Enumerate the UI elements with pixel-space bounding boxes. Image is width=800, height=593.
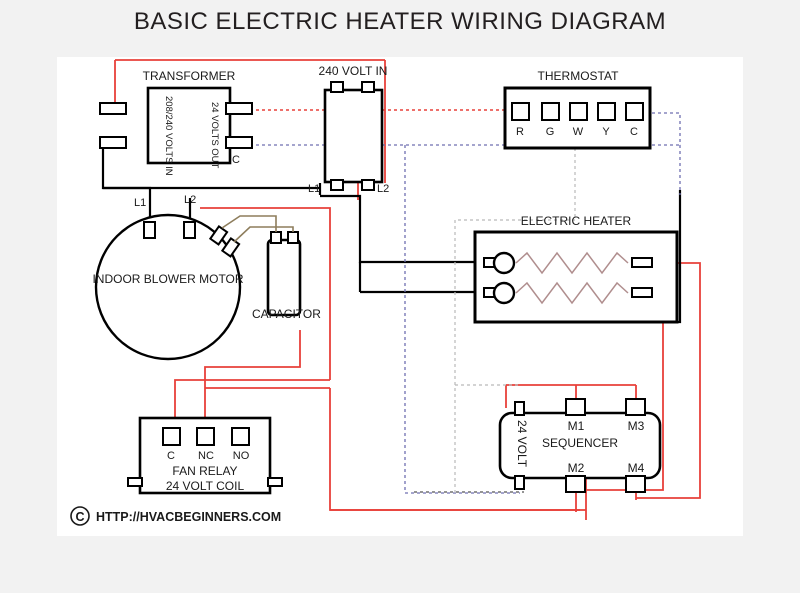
thermostat-terminal-g-label: G xyxy=(546,126,555,138)
blower-terminal-l2[interactable] xyxy=(183,221,196,239)
sequencer-coil-label: 24 VOLT xyxy=(515,420,529,468)
capacitor-terminal-1[interactable] xyxy=(270,231,282,244)
sequencer-m2-label: M2 xyxy=(568,461,585,475)
electric-heater-label: ELECTRIC HEATER xyxy=(521,214,632,228)
footer-url: HTTP://HVACBEGINNERS.COM xyxy=(96,510,281,524)
thermostat-terminal-w-label: W xyxy=(573,126,584,138)
sequencer-terminal-m3[interactable] xyxy=(625,398,646,416)
thermostat-terminal-c[interactable] xyxy=(625,102,644,121)
blower-l2-label: L2 xyxy=(184,194,196,206)
transformer-secondary-terminal-1[interactable] xyxy=(225,102,253,115)
transformer-secondary-label: 24 VOLTS OUT xyxy=(209,102,220,169)
heater-limit-switch-1[interactable] xyxy=(492,251,516,275)
copyright-symbol: C xyxy=(75,510,84,524)
blower-motor-label: INDOOR BLOWER MOTOR xyxy=(92,272,243,286)
heater-limit-switch-2[interactable] xyxy=(492,281,516,305)
fan-relay-mount-left xyxy=(127,477,143,487)
page-title: BASIC ELECTRIC HEATER WIRING DIAGRAM xyxy=(133,8,667,35)
red-power-wiring xyxy=(114,59,701,520)
sequencer[interactable]: SEQUENCER 24 VOLT M1 M3 M2 M4 xyxy=(498,398,662,493)
fan-relay-terminal-no[interactable] xyxy=(231,427,250,446)
thermostat-terminal-y-label: Y xyxy=(602,126,610,138)
indoor-blower-motor[interactable]: INDOOR BLOWER MOTOR L1 L2 xyxy=(92,194,244,361)
transformer-common-label: C xyxy=(232,154,240,166)
transformer-label: TRANSFORMER xyxy=(143,69,236,83)
fan-relay-mount-right xyxy=(267,477,283,487)
blower-l1-label: L1 xyxy=(134,197,146,209)
electric-heater[interactable]: ELECTRIC HEATER xyxy=(473,214,679,324)
capacitor-terminal-2[interactable] xyxy=(287,231,299,244)
copyright-icon xyxy=(70,506,90,526)
fan-relay-label-2: 24 VOLT COIL xyxy=(166,479,245,493)
fan-relay-nc-label: NC xyxy=(198,450,214,462)
transformer-secondary-terminal-c[interactable] xyxy=(225,136,253,149)
thermostat[interactable]: THERMOSTAT R G W Y C xyxy=(503,69,652,150)
fan-relay-label-1: FAN RELAY xyxy=(172,464,237,478)
thermostat-terminal-y[interactable] xyxy=(597,102,616,121)
fan-relay-c-label: C xyxy=(167,450,175,462)
heater-element-terminal-1[interactable] xyxy=(631,257,653,268)
transformer-primary-terminal-2[interactable] xyxy=(99,136,127,149)
fan-relay-no-label: NO xyxy=(233,450,250,462)
disconnect-l2-label: L2 xyxy=(377,183,389,195)
sequencer-m3-label: M3 xyxy=(628,419,645,433)
disconnect-terminal-l2[interactable] xyxy=(361,179,375,191)
capacitor[interactable]: CAPACITOR xyxy=(221,215,321,321)
thermostat-terminal-g[interactable] xyxy=(541,102,560,121)
thermostat-terminal-r-label: R xyxy=(516,126,524,138)
thermostat-terminal-c-label: C xyxy=(630,126,638,138)
thermostat-terminal-r[interactable] xyxy=(511,102,530,121)
fan-relay-terminal-nc[interactable] xyxy=(196,427,215,446)
transformer-primary-terminal-1[interactable] xyxy=(99,102,127,115)
disconnect-top-terminal-2[interactable] xyxy=(361,81,375,93)
thermostat-terminal-w[interactable] xyxy=(569,102,588,121)
sequencer-coil-terminal-bottom[interactable] xyxy=(514,475,525,490)
sequencer-m1-label: M1 xyxy=(568,419,585,433)
disconnect-240v[interactable]: 240 VOLT IN L1 L2 xyxy=(308,64,389,195)
heater-element-terminal-2[interactable] xyxy=(631,287,653,298)
thermostat-label: THERMOSTAT xyxy=(538,69,620,83)
fan-relay[interactable]: C NC NO FAN RELAY 24 VOLT COIL xyxy=(127,416,283,495)
blower-terminal-l1[interactable] xyxy=(143,221,156,239)
disconnect-label: 240 VOLT IN xyxy=(319,64,388,78)
line-voltage-wiring xyxy=(101,142,682,324)
footer-copyright: C HTTP://HVACBEGINNERS.COM xyxy=(70,506,281,526)
capacitor-label: CAPACITOR xyxy=(252,307,321,321)
sequencer-terminal-m1[interactable] xyxy=(565,398,586,416)
disconnect-l1-label: L1 xyxy=(308,183,320,195)
sequencer-m4-label: M4 xyxy=(628,461,645,475)
disconnect-top-terminal-1[interactable] xyxy=(330,81,344,93)
sequencer-coil-terminal-top[interactable] xyxy=(514,401,525,416)
disconnect-terminal-l1[interactable] xyxy=(330,179,344,191)
sequencer-terminal-m4[interactable] xyxy=(625,475,646,493)
transformer-primary-label: 208/240 VOLTS IN xyxy=(163,96,174,176)
sequencer-label: SEQUENCER xyxy=(542,436,618,450)
sequencer-terminal-m2[interactable] xyxy=(565,475,586,493)
fan-relay-terminal-c[interactable] xyxy=(162,427,181,446)
transformer[interactable]: TRANSFORMER 208/240 VOLTS IN 24 VOLTS OU… xyxy=(99,69,253,176)
blower-capacitor-terminal-1[interactable] xyxy=(208,225,229,246)
